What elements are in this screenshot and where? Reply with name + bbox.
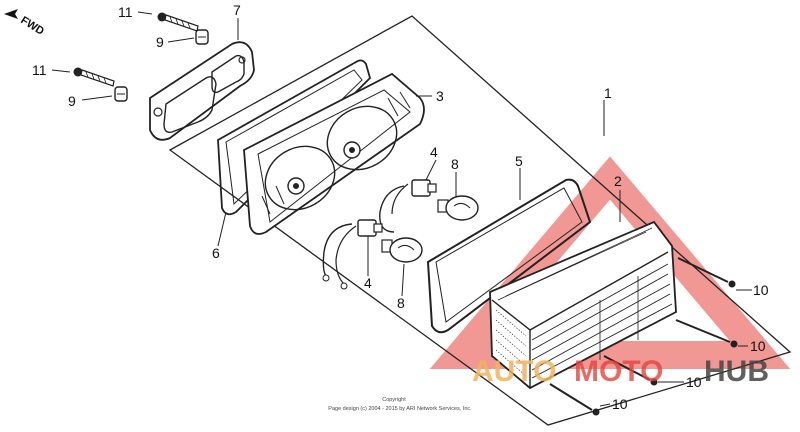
callout-10d: 10 (612, 396, 628, 412)
callout-3: 3 (436, 88, 444, 104)
callout-5: 5 (515, 153, 523, 169)
lens-2 (489, 220, 677, 390)
watermark-logo: AUTO MOTO HUB (472, 355, 769, 388)
watermark-text-hub: HUB (704, 355, 769, 388)
bolt-11-top (157, 12, 199, 32)
bulb-8-upper (437, 195, 479, 221)
callout-8b: 8 (397, 295, 405, 311)
copyright-line-1: Copyright (382, 397, 406, 403)
callout-11a: 11 (118, 4, 133, 20)
grommet-9-left (114, 86, 128, 102)
screw-10-a (677, 257, 736, 288)
callout-10c: 10 (686, 374, 702, 390)
screw-10-c (603, 355, 658, 386)
fwd-label: FWD (18, 14, 46, 37)
grommet-9-top (195, 29, 209, 45)
callout-11b: 11 (32, 62, 47, 78)
bolt-11-left (73, 67, 115, 87)
callout-4b: 4 (364, 275, 372, 291)
callout-10a: 10 (753, 282, 769, 298)
watermark-text-auto: AUTO (472, 355, 556, 388)
callout-6: 6 (212, 245, 220, 261)
callout-2: 2 (614, 173, 622, 189)
callout-9a: 9 (156, 34, 164, 50)
callout-4a: 4 (430, 144, 438, 160)
assembly-boundary (168, 15, 792, 426)
lens-gasket-5 (426, 178, 592, 334)
bulb-8-lower (381, 237, 423, 263)
watermark-triangle (429, 156, 791, 369)
screw-10-b (675, 319, 738, 348)
copyright-notice: Copyright Page design (c) 2004 - 2015 by… (328, 397, 472, 412)
bracket-7 (149, 41, 255, 141)
watermark-text-moto: MOTO (574, 355, 663, 388)
fwd-arrow-icon: FWD (4, 9, 46, 38)
callout-8a: 8 (451, 156, 459, 172)
leader-lines (51, 11, 752, 407)
callout-10b: 10 (750, 338, 766, 354)
callout-1: 1 (604, 85, 612, 101)
copyright-line-2: Page design (c) 2004 - 2015 by ARI Netwo… (328, 406, 472, 412)
socket-4-upper (379, 179, 437, 233)
socket-4-lower (322, 219, 383, 290)
callout-9b: 9 (68, 93, 76, 109)
gasket-6 (217, 59, 372, 216)
callouts: 1 2 3 4 4 5 6 7 8 8 9 9 10 10 10 10 11 1… (32, 2, 769, 412)
callout-7: 7 (233, 2, 241, 18)
screw-10-d (549, 383, 600, 416)
housing-3 (243, 72, 425, 235)
